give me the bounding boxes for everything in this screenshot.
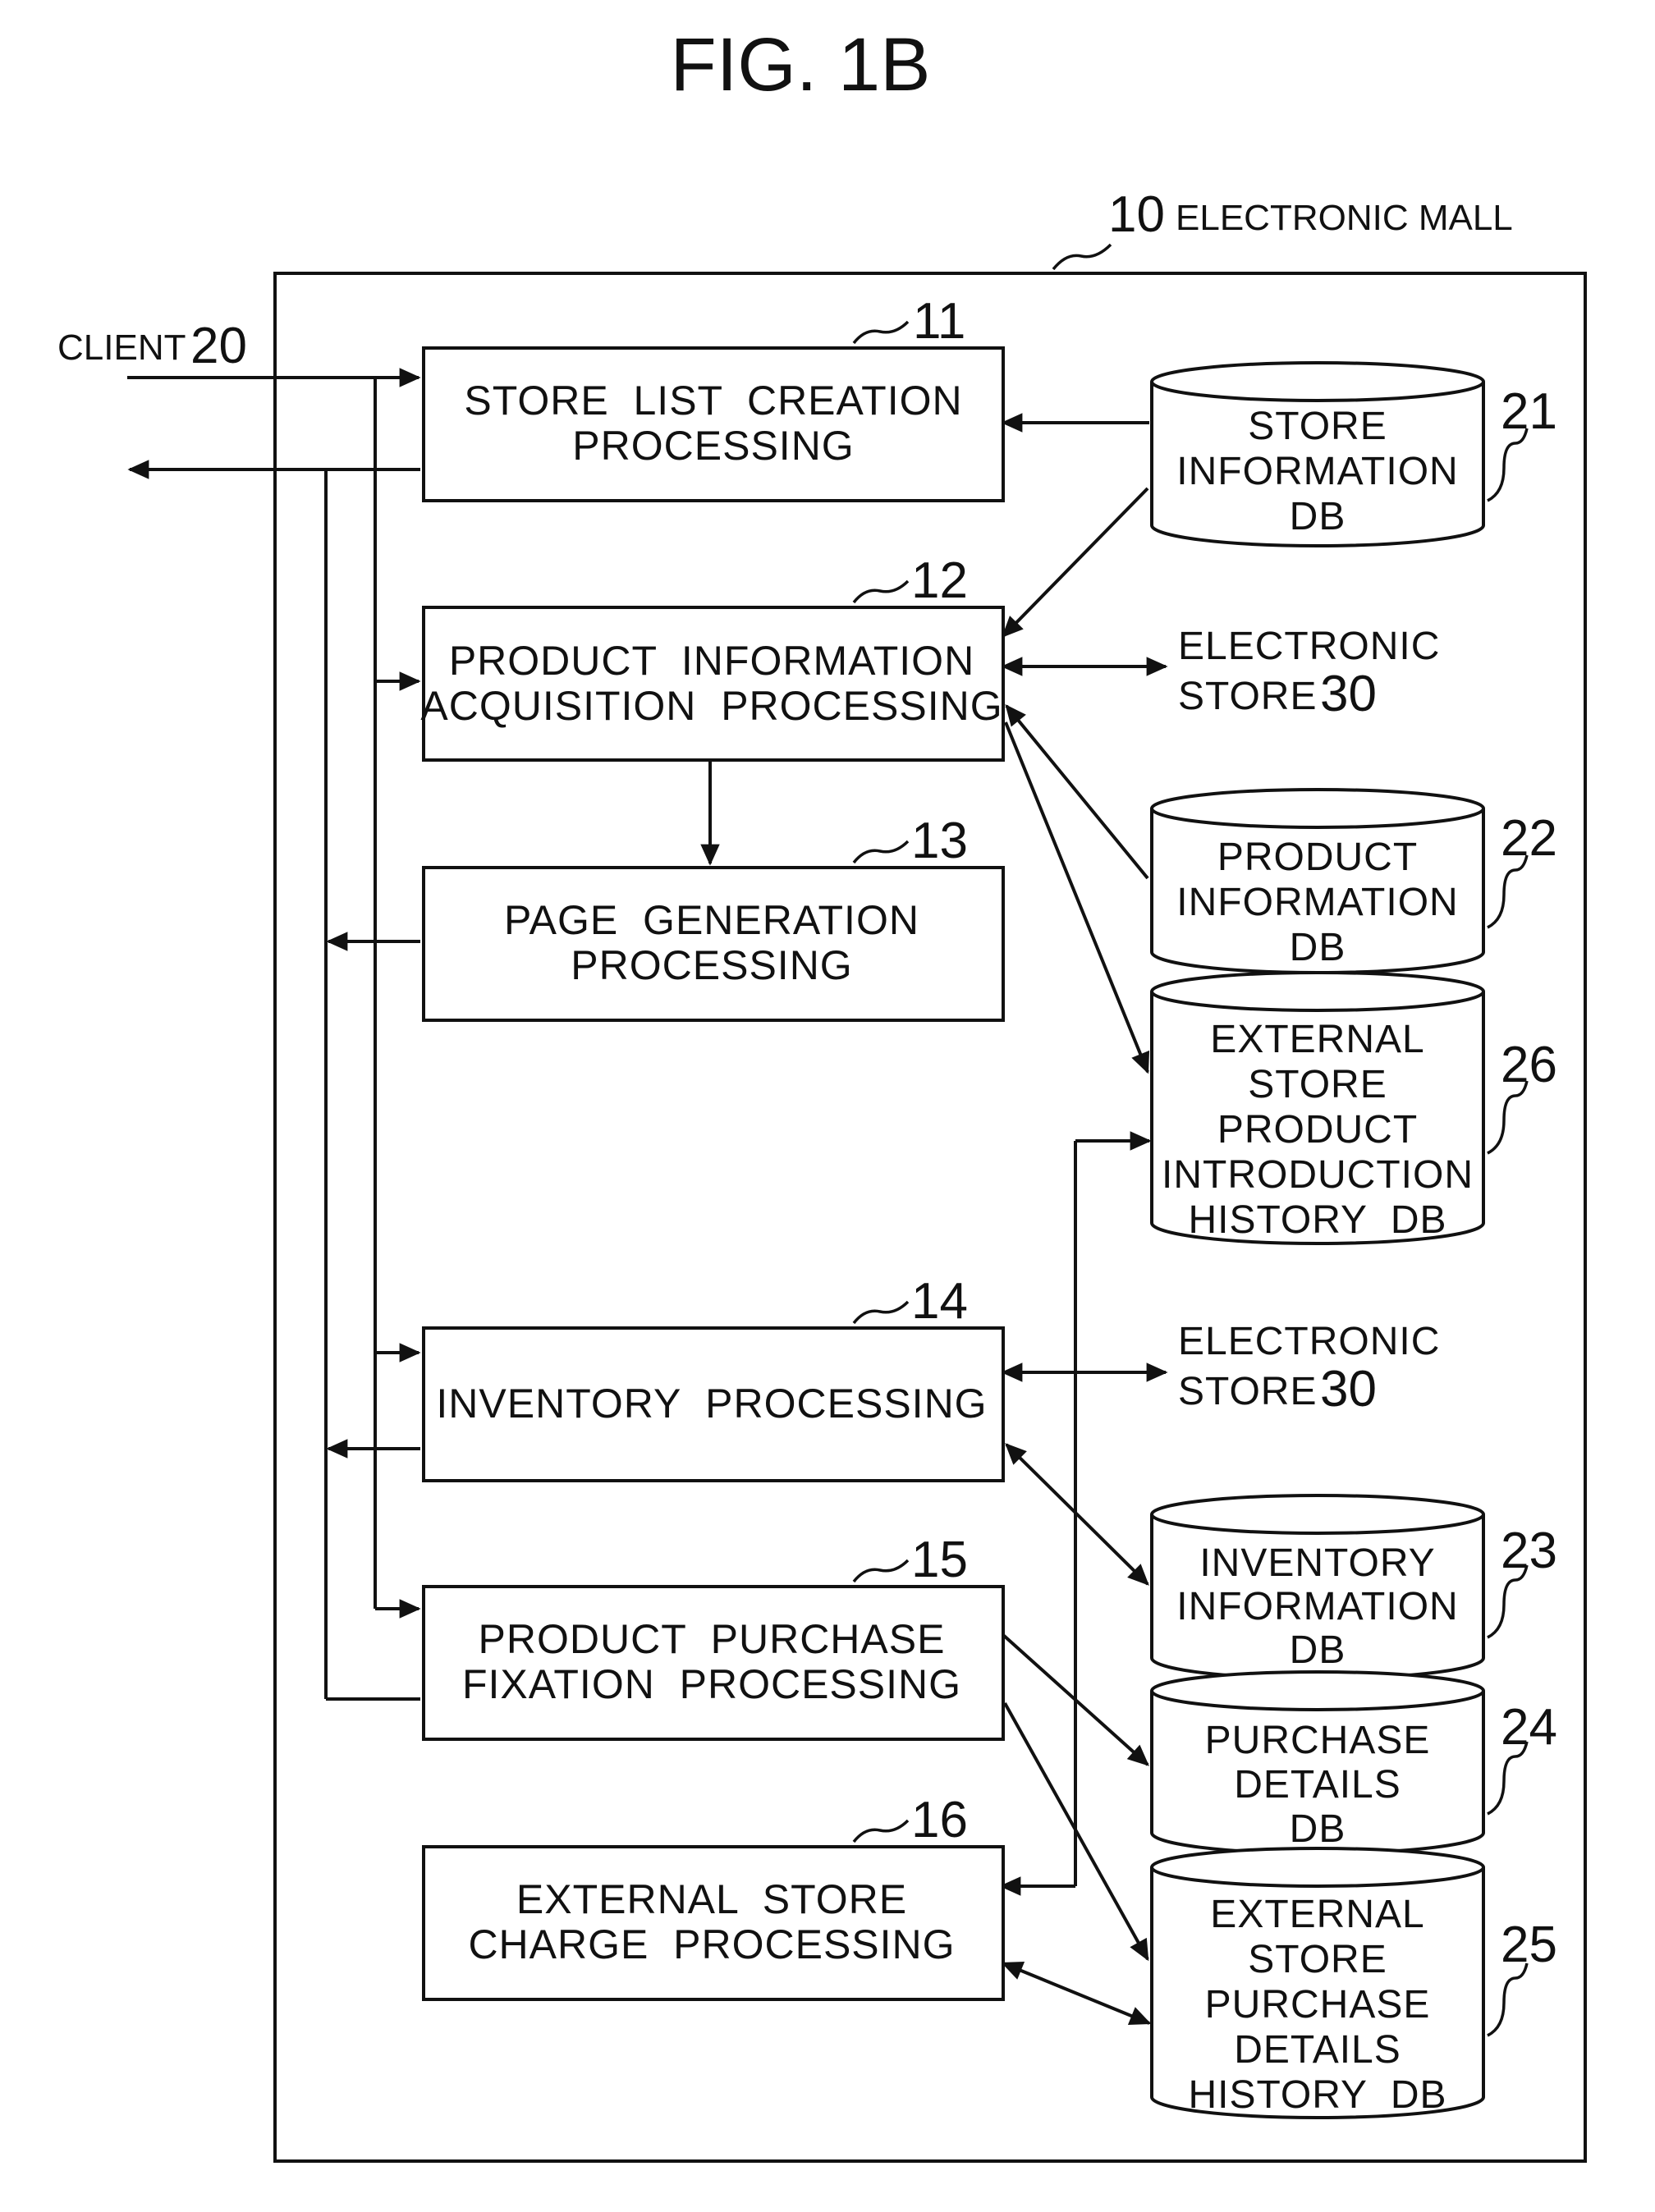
process-box-13: PAGE GENERATION PROCESSING 13	[424, 813, 1003, 1020]
store-label: STORE	[1178, 1370, 1317, 1413]
process-label: CHARGE PROCESSING	[468, 1921, 955, 1967]
db-label: STORE	[1248, 1063, 1387, 1106]
process-box-11: STORE LIST CREATION PROCESSING 11	[424, 293, 1003, 501]
ref-leader	[854, 1820, 908, 1842]
mall-ref-number: 10	[1108, 186, 1165, 243]
db-label: HISTORY DB	[1188, 2073, 1446, 2117]
ref-leader	[854, 322, 908, 343]
mall-label: ELECTRONIC MALL	[1176, 198, 1513, 238]
db-label: EXTERNAL	[1210, 1018, 1424, 1061]
database-22: PRODUCT INFORMATION DB 22	[1152, 790, 1557, 973]
ref-number: 16	[911, 1792, 968, 1848]
ref-number: 12	[911, 552, 968, 609]
process-label: FIXATION PROCESSING	[462, 1661, 961, 1707]
ref-leader	[854, 1302, 908, 1323]
db-label: INFORMATION	[1176, 450, 1458, 493]
ref-number: 15	[911, 1532, 968, 1588]
store-label: ELECTRONIC	[1178, 625, 1440, 668]
ref-number: 23	[1501, 1523, 1557, 1579]
electronic-store-2: ELECTRONIC STORE 30	[1178, 1320, 1440, 1417]
database-21: STORE INFORMATION DB 21	[1152, 363, 1557, 546]
ref-number: 22	[1501, 810, 1557, 867]
process-label: PROCESSING	[571, 942, 852, 988]
db-label: DB	[1290, 926, 1346, 969]
db-label: PRODUCT	[1217, 836, 1418, 879]
db-label: PRODUCT	[1217, 1108, 1418, 1152]
process-label: PRODUCT PURCHASE	[479, 1616, 946, 1662]
client-label: CLIENT	[57, 327, 186, 368]
process-box-15: PRODUCT PURCHASE FIXATION PROCESSING 15	[424, 1532, 1003, 1739]
db-label: DB	[1290, 1807, 1346, 1851]
db-label: INVENTORY	[1199, 1541, 1435, 1585]
ref-number: 30	[1320, 1361, 1377, 1417]
db-label: PURCHASE	[1205, 1983, 1431, 2027]
process-label: EXTERNAL STORE	[516, 1876, 907, 1922]
db-label: DETAILS	[1234, 2028, 1401, 2072]
ref-number: 24	[1501, 1699, 1557, 1756]
store-label: ELECTRONIC	[1178, 1320, 1440, 1363]
database-26: EXTERNAL STORE PRODUCT INTRODUCTION HIST…	[1152, 973, 1557, 1243]
ref-leader	[854, 581, 908, 602]
ref-number: 14	[911, 1273, 968, 1330]
process-box-14: INVENTORY PROCESSING 14	[424, 1273, 1003, 1481]
db-label: STORE	[1248, 405, 1387, 448]
store-label: STORE	[1178, 675, 1317, 718]
mall-ref-leader	[1053, 245, 1111, 269]
ref-leader	[854, 1560, 908, 1582]
ref-number: 25	[1501, 1917, 1557, 1973]
process-label: STORE LIST CREATION	[464, 378, 962, 424]
ref-number: 13	[911, 813, 968, 869]
client-ref-number: 20	[190, 318, 247, 374]
db-label: PURCHASE	[1205, 1719, 1431, 1762]
process-label: ACQUISITION PROCESSING	[420, 683, 1002, 729]
ref-number: 21	[1501, 383, 1557, 440]
db-label: DETAILS	[1234, 1763, 1401, 1807]
database-24: PURCHASE DETAILS DB 24	[1152, 1672, 1557, 1853]
process-box-16: EXTERNAL STORE CHARGE PROCESSING 16	[424, 1792, 1003, 1999]
db-label: EXTERNAL	[1210, 1893, 1424, 1936]
db-label: INFORMATION	[1176, 881, 1458, 924]
database-25: EXTERNAL STORE PURCHASE DETAILS HISTORY …	[1152, 1848, 1557, 2118]
ref-number: 30	[1320, 666, 1377, 722]
process-box-12: PRODUCT INFORMATION ACQUISITION PROCESSI…	[420, 552, 1003, 760]
ref-leader	[854, 841, 908, 863]
process-label: INVENTORY PROCESSING	[436, 1381, 987, 1427]
db-label: DB	[1290, 495, 1346, 538]
db-label: INFORMATION	[1176, 1585, 1458, 1628]
figure-title: FIG. 1B	[671, 23, 931, 107]
process-label: PAGE GENERATION	[504, 897, 919, 943]
db-label: STORE	[1248, 1938, 1387, 1981]
ref-leader	[1488, 1963, 1527, 2036]
db-label: INTRODUCTION	[1162, 1153, 1474, 1197]
process-label: PRODUCT INFORMATION	[449, 638, 974, 684]
db-label: DB	[1290, 1628, 1346, 1672]
process-label: PROCESSING	[572, 423, 854, 469]
db-label: HISTORY DB	[1188, 1198, 1446, 1242]
ref-number: 26	[1501, 1037, 1557, 1093]
ref-number: 11	[913, 293, 965, 350]
electronic-store-1: ELECTRONIC STORE 30	[1178, 625, 1440, 722]
database-23: INVENTORY INFORMATION DB 23	[1152, 1495, 1557, 1678]
